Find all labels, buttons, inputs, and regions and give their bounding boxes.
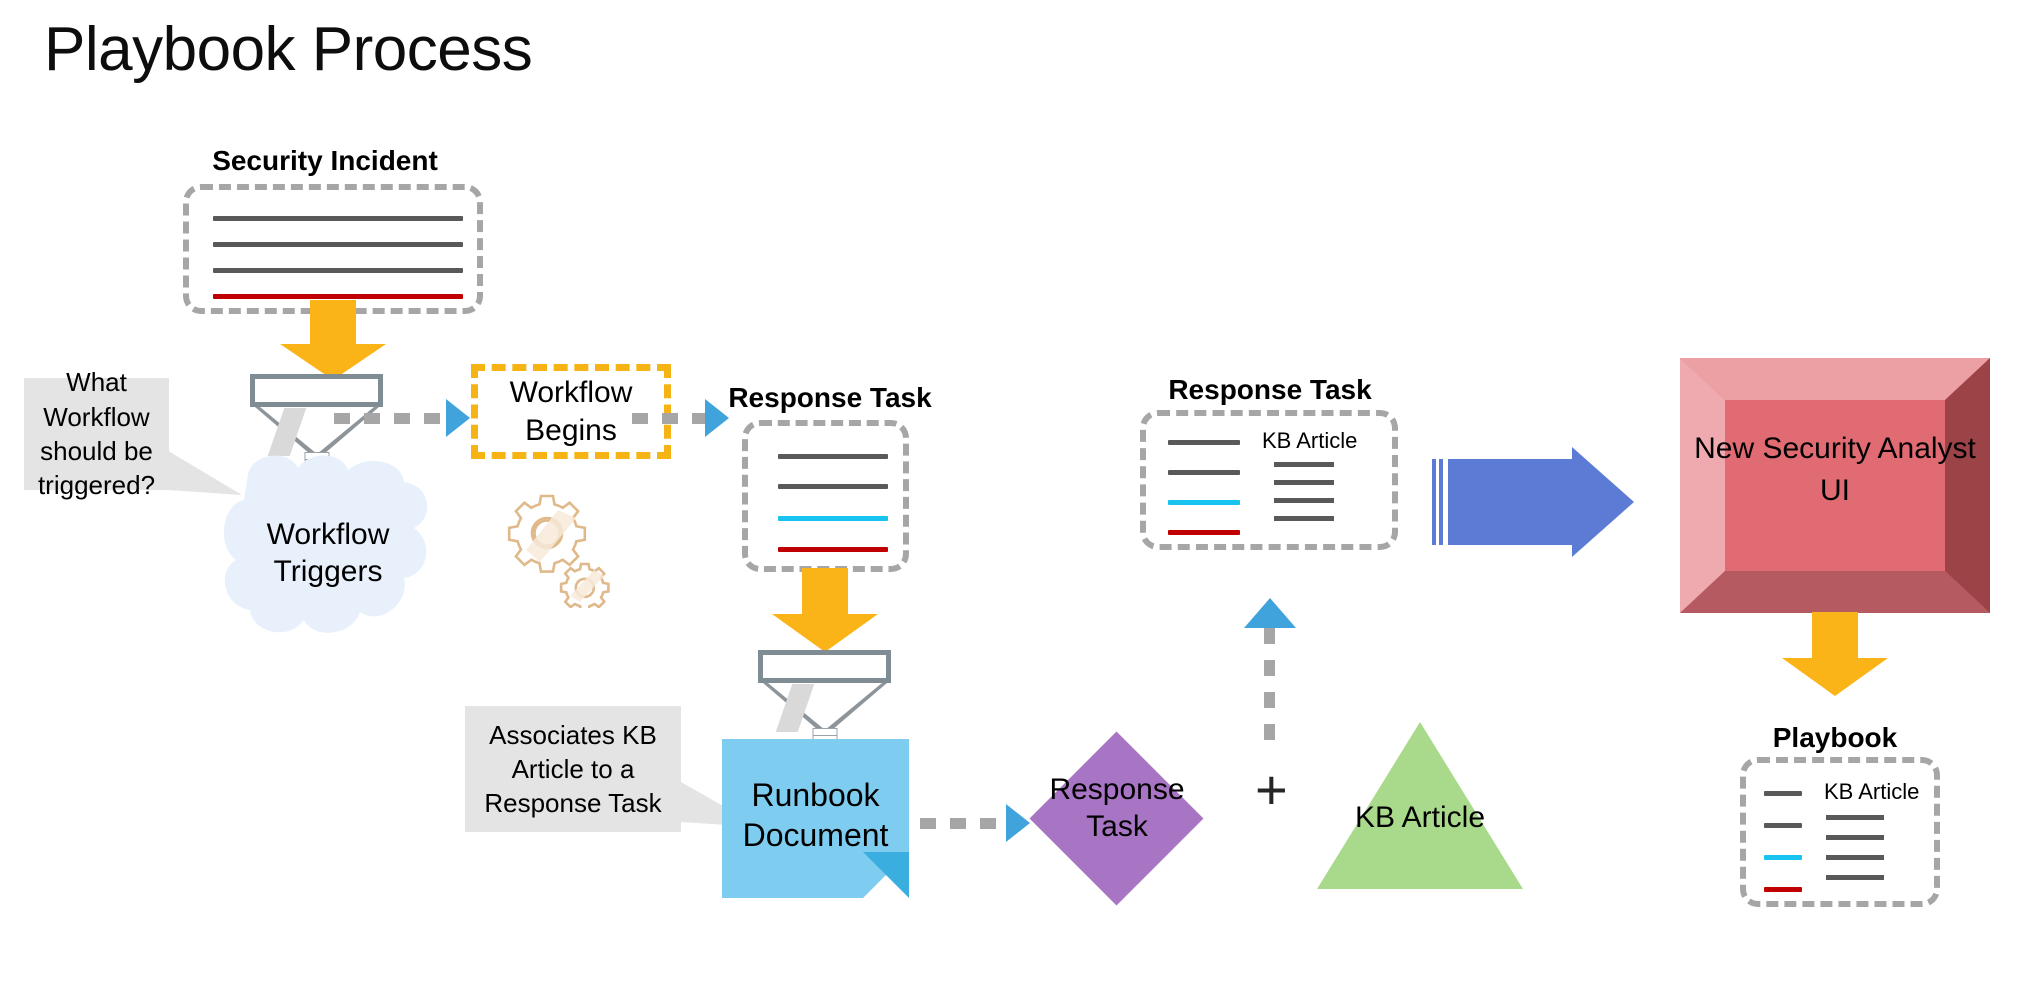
response-task-diamond-label: Response Task: [1049, 773, 1185, 843]
playbook-caption-text: Playbook: [1772, 722, 1898, 753]
arrow-response-task-to-funnel: [772, 568, 878, 652]
workflow-triggers-cloud: [223, 455, 428, 633]
playbook-card: KB Article: [1740, 757, 1940, 907]
chevron-right-icon: [1006, 804, 1030, 842]
record-line: [1168, 440, 1240, 445]
response-task-doc-caption: Response Task: [710, 382, 950, 414]
playbook-caption: Playbook: [1740, 722, 1930, 754]
chevron-up-icon: [1244, 598, 1296, 628]
callout-what-workflow-text: What Workflow should be triggered?: [37, 367, 156, 501]
kb-line: [1274, 480, 1334, 485]
response-task-kb-card: KB Article: [1140, 410, 1398, 550]
workflow-begins-box: Workflow Begins: [471, 364, 671, 459]
kb-article-title: KB Article: [1824, 779, 1920, 804]
runbook-document-label: Runbook Document: [742, 777, 889, 853]
callout-associates-kb: Associates KB Article to a Response Task: [465, 706, 681, 832]
page-title: Playbook Process: [44, 15, 533, 84]
record-line-red: [213, 294, 463, 299]
kb-line: [1826, 815, 1884, 820]
record-line-cyan: [1168, 500, 1240, 505]
kb-article-triangle: [1317, 722, 1523, 889]
arrow-incident-to-funnel: [280, 300, 386, 380]
chevron-right-icon: [705, 399, 729, 437]
funnel-icon-2: [758, 650, 891, 752]
kb-line: [1274, 498, 1334, 503]
record-line: [778, 454, 888, 459]
response-task-doc-card: [742, 420, 909, 572]
gears-icon: [507, 494, 610, 608]
record-line-red: [1764, 887, 1802, 892]
connector-gears-to-response-task: [632, 413, 710, 424]
plus-icon: +: [1255, 758, 1288, 821]
security-incident-caption-text: Security Incident: [212, 145, 438, 176]
record-line: [213, 268, 463, 273]
kb-line: [1274, 462, 1334, 467]
kb-line: [1826, 875, 1884, 880]
kb-line: [1826, 835, 1884, 840]
connector-kb-to-response-task-card: [1264, 628, 1275, 750]
kb-article-triangle-label: KB Article: [1354, 801, 1486, 834]
record-line-red: [1168, 530, 1240, 535]
record-line: [778, 484, 888, 489]
kb-line: [1274, 516, 1334, 521]
workflow-triggers-line1: Workflow Triggers: [266, 518, 390, 589]
runbook-document-note: Runbook Document: [722, 739, 909, 898]
security-incident-caption: Security Incident: [155, 145, 495, 177]
response-task-doc-caption-text: Response Task: [728, 382, 932, 413]
record-line: [213, 216, 463, 221]
record-line-cyan: [1764, 855, 1802, 860]
record-line: [213, 242, 463, 247]
kb-article-title: KB Article: [1262, 428, 1358, 453]
arrow-card-to-ui: [1432, 447, 1634, 557]
security-incident-card: [183, 184, 483, 314]
new-security-analyst-ui-label: New Security Analyst UI: [1694, 432, 1976, 507]
workflow-triggers-label: Workflow Triggers: [218, 516, 438, 590]
connector-runbook-to-diamond: [920, 818, 1012, 829]
new-security-analyst-ui-box: New Security Analyst UI: [1680, 358, 1990, 613]
arrow-ui-to-playbook: [1782, 612, 1888, 696]
kb-line: [1826, 855, 1884, 860]
callout-associates-kb-text: Associates KB Article to a Response Task: [484, 719, 662, 819]
chevron-right-icon: [446, 399, 470, 437]
response-task-kb-caption-text: Response Task: [1168, 374, 1372, 405]
callout-what-workflow-tail: [150, 440, 242, 495]
response-task-kb-caption: Response Task: [1150, 374, 1390, 406]
record-line-cyan: [778, 516, 888, 521]
record-line: [1764, 791, 1802, 796]
connector-triggers-to-gears: [334, 413, 452, 424]
workflow-begins-label: Workflow Begins: [509, 376, 633, 447]
record-line: [1168, 470, 1240, 475]
record-line: [1764, 823, 1802, 828]
callout-what-workflow: What Workflow should be triggered?: [24, 367, 169, 500]
record-line-red: [778, 547, 888, 552]
sticky-fold-flap: [863, 852, 909, 898]
